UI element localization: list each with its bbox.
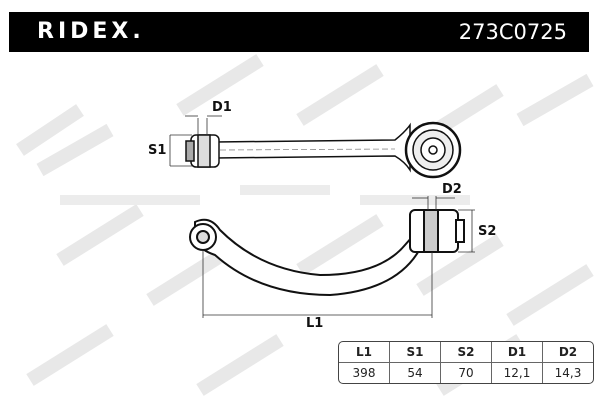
dimension-label-d2: D2 — [442, 182, 462, 197]
spec-header-d1: D1 — [492, 342, 543, 363]
spec-table-header-row: L1 S1 S2 D1 D2 — [339, 342, 593, 363]
spec-value-d1: 12,1 — [492, 363, 543, 383]
dimension-label-s2: S2 — [478, 224, 497, 239]
top-view — [185, 121, 462, 179]
spec-value-s1: 54 — [390, 363, 441, 383]
spec-table: L1 S1 S2 D1 D2 398 54 70 12,1 14,3 — [338, 341, 594, 384]
spec-header-s1: S1 — [390, 342, 441, 363]
brand-logo: RIDEX. — [37, 19, 145, 44]
header-bar: RIDEX. 273C0725 — [9, 12, 589, 52]
spec-table-value-row: 398 54 70 12,1 14,3 — [339, 363, 593, 383]
spec-header-s2: S2 — [441, 342, 492, 363]
part-number: 273C0725 — [458, 20, 567, 44]
spec-value-l1: 398 — [339, 363, 390, 383]
spec-value-d2: 14,3 — [554, 366, 582, 380]
dimension-label-d1: D1 — [212, 100, 232, 115]
spec-header-d2: D2 — [543, 342, 593, 363]
side-view — [189, 209, 465, 297]
dimension-label-s1: S1 — [148, 143, 167, 158]
dimension-label-l1: L1 — [306, 316, 324, 331]
spec-value-s2: 70 — [441, 363, 492, 383]
spec-header-l1: L1 — [339, 342, 390, 363]
